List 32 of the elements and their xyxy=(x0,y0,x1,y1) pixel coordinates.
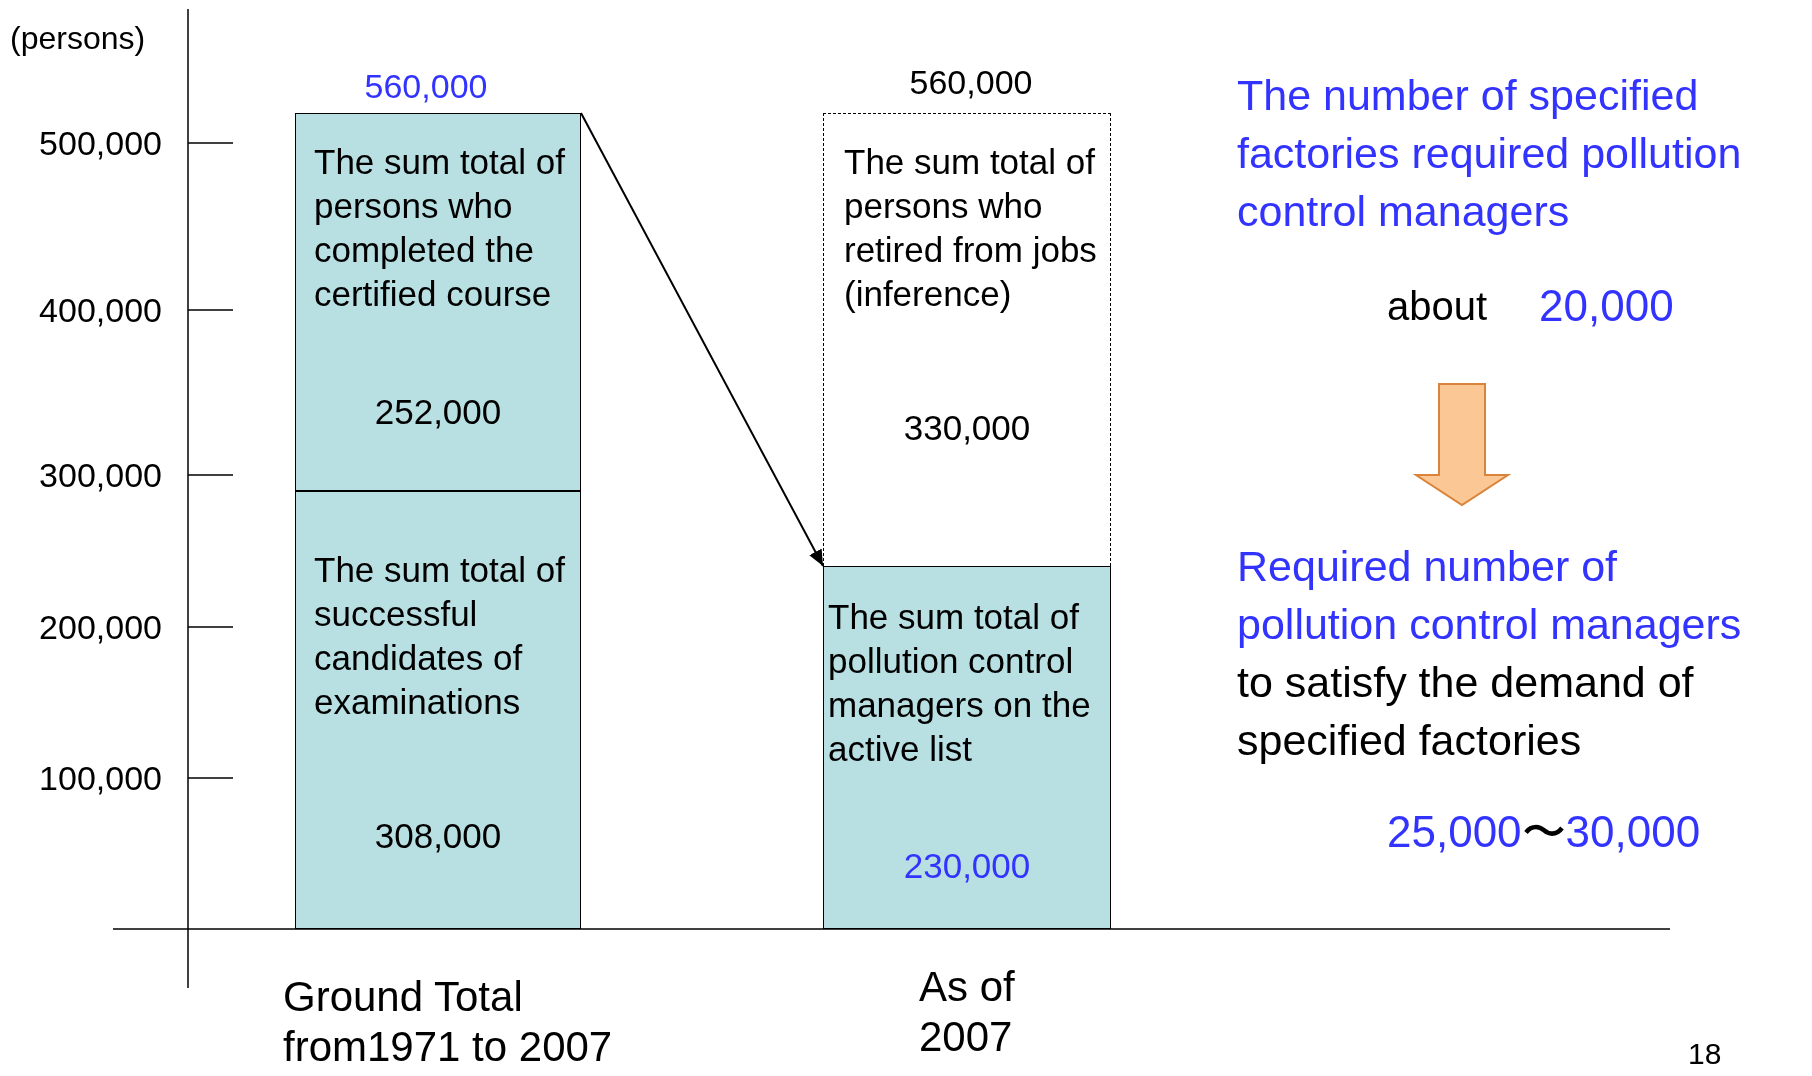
total-value: 560,000 xyxy=(363,66,489,106)
bar-value: 252,000 xyxy=(373,391,503,433)
bar-value: 308,000 xyxy=(373,815,503,857)
annotation-text: The number of specified factories required pollution control managers xyxy=(1237,66,1797,240)
bar-label: The sum total of pollution control managers on the active list xyxy=(827,596,1092,770)
tick-label: 400,000 xyxy=(38,290,162,330)
tick-label: 100,000 xyxy=(38,758,162,798)
category-label: Ground Total from1971 to 2007 xyxy=(283,972,614,1072)
annotation-text: about xyxy=(1387,283,1488,330)
range-separator: 〜 xyxy=(1521,806,1566,858)
annotation-text: to satisfy the demand of specified factories xyxy=(1237,657,1695,766)
bar-value: 230,000 xyxy=(902,845,1032,887)
bar-label: The sum total of successful candidates of examinations xyxy=(313,549,566,723)
total-value: 560,000 xyxy=(908,62,1034,102)
bar-segment xyxy=(823,566,1111,929)
bar-label: The sum total of persons who completed the certified course xyxy=(313,141,566,315)
block-arrow xyxy=(1412,383,1512,507)
bar-segment xyxy=(295,113,581,491)
axis-unit-label: (persons) xyxy=(10,19,147,58)
range-value: 30,000 xyxy=(1565,806,1701,858)
bar-label: The sum total of persons who retired from jobs (inference) xyxy=(843,141,1098,315)
tick-label: 200,000 xyxy=(38,607,162,647)
tick-label: 500,000 xyxy=(38,123,162,163)
range-value: 25,000 xyxy=(1387,806,1522,858)
arrow xyxy=(580,112,824,567)
bar-value: 330,000 xyxy=(902,407,1032,449)
annotation-value: 20,000 xyxy=(1539,280,1674,332)
tick-label: 300,000 xyxy=(38,455,162,495)
page-number: 18 xyxy=(1688,1036,1723,1072)
category-label: As of 2007 xyxy=(919,962,1016,1062)
annotation-text: Required number of pollution control managers xyxy=(1237,541,1743,650)
bar-segment xyxy=(295,491,581,929)
